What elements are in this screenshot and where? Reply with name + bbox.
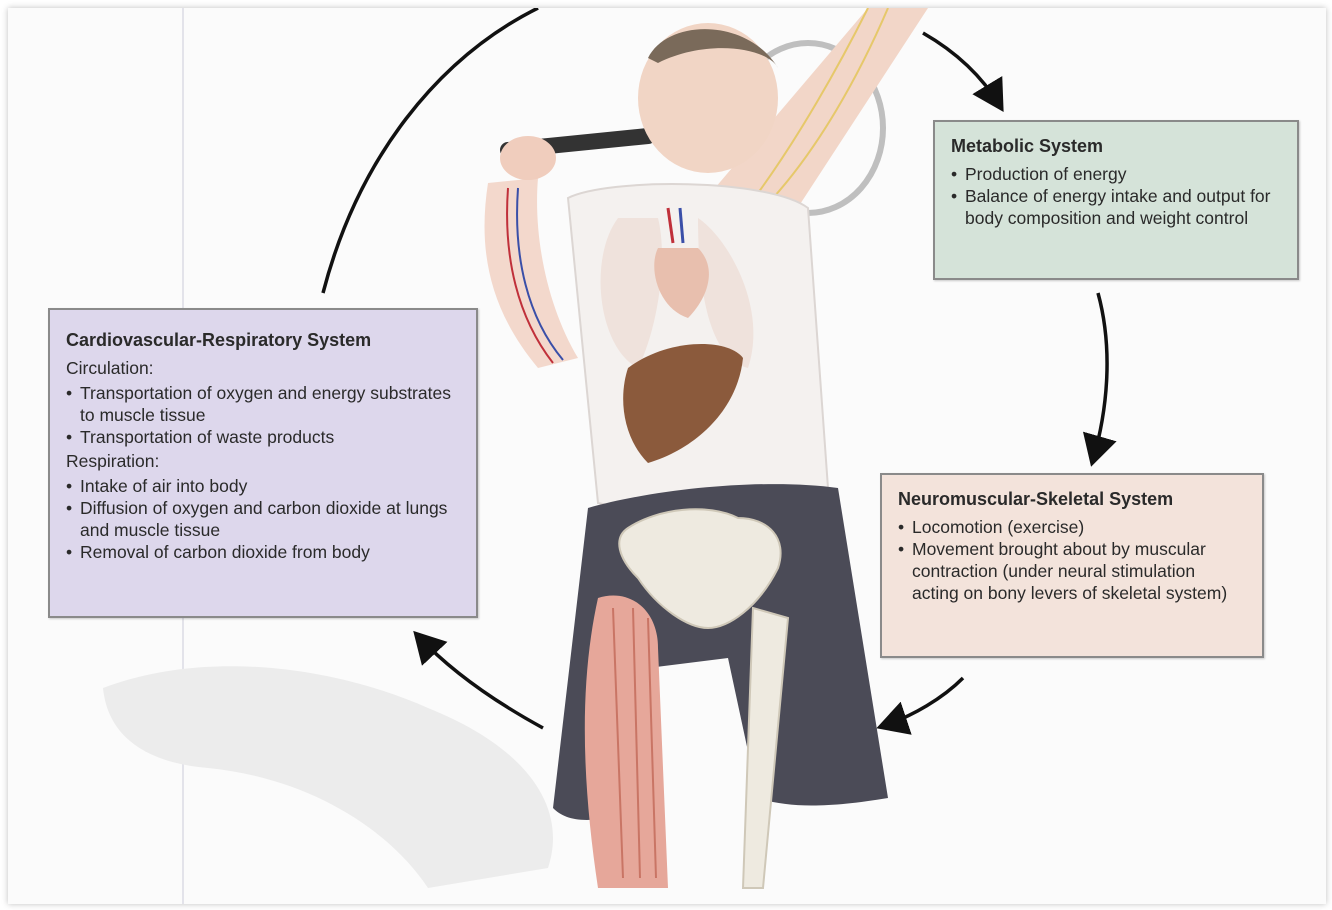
list-item: Diffusion of oxygen and carbon dioxide a…	[66, 497, 460, 541]
metabolic-system-box: Metabolic System Production of energy Ba…	[933, 120, 1299, 280]
list-item: Production of energy	[951, 163, 1281, 185]
diagram-page: Metabolic System Production of energy Ba…	[8, 8, 1326, 904]
shadow-shape	[103, 666, 553, 888]
respiration-list: Intake of air into body Diffusion of oxy…	[66, 475, 460, 563]
neuromuscular-system-box: Neuromuscular-Skeletal System Locomotion…	[880, 473, 1264, 658]
arrow-bottom-right	[883, 678, 963, 726]
neuromuscular-title: Neuromuscular-Skeletal System	[898, 489, 1246, 510]
list-item: Balance of energy intake and output for …	[951, 185, 1281, 229]
metabolic-title: Metabolic System	[951, 136, 1281, 157]
list-item: Locomotion (exercise)	[898, 516, 1246, 538]
athlete-figure	[485, 8, 928, 888]
list-item: Movement brought about by muscular contr…	[898, 538, 1246, 604]
list-item: Transportation of waste products	[66, 426, 460, 448]
arrow-top-right	[923, 33, 1000, 106]
list-item: Intake of air into body	[66, 475, 460, 497]
forearm	[485, 178, 578, 368]
cardiovascular-system-box: Cardiovascular-Respiratory System Circul…	[48, 308, 478, 618]
arrow-right	[1093, 293, 1107, 460]
list-item: Transportation of oxygen and energy subs…	[66, 382, 460, 426]
circulation-list: Transportation of oxygen and energy subs…	[66, 382, 460, 448]
metabolic-list: Production of energy Balance of energy i…	[951, 163, 1281, 229]
circulation-label: Circulation:	[66, 357, 460, 380]
list-item: Removal of carbon dioxide from body	[66, 541, 460, 563]
neuromuscular-list: Locomotion (exercise) Movement brought a…	[898, 516, 1246, 604]
respiration-label: Respiration:	[66, 450, 460, 473]
cardio-title: Cardiovascular-Respiratory System	[66, 330, 460, 351]
